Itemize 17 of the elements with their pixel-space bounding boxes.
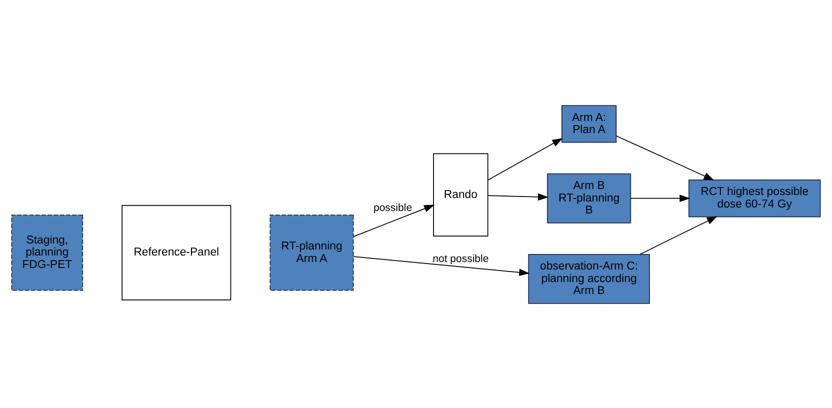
arrow bbox=[616, 134, 714, 180]
node-box: observation-Arm C: planning according Arm B bbox=[528, 254, 650, 304]
arrow bbox=[353, 204, 435, 237]
arrow bbox=[353, 256, 530, 276]
edge-label: possible bbox=[374, 202, 412, 214]
node-box: RCT highest possible dose 60-74 Gy bbox=[688, 179, 821, 217]
node-box: Rando bbox=[433, 152, 488, 236]
node-box: Arm A: Plan A bbox=[561, 104, 617, 142]
node-box: Arm B RT-planning B bbox=[546, 172, 632, 223]
arrow bbox=[488, 138, 563, 180]
node-box: Staging, planning FDG-PET bbox=[11, 214, 84, 290]
arrow bbox=[488, 192, 548, 200]
arrow bbox=[630, 194, 690, 202]
node-box: RT-planning Arm A bbox=[270, 214, 354, 290]
node-box: Reference-Panel bbox=[122, 204, 232, 300]
edge-label: not possible bbox=[432, 252, 489, 264]
arrow bbox=[640, 216, 718, 254]
